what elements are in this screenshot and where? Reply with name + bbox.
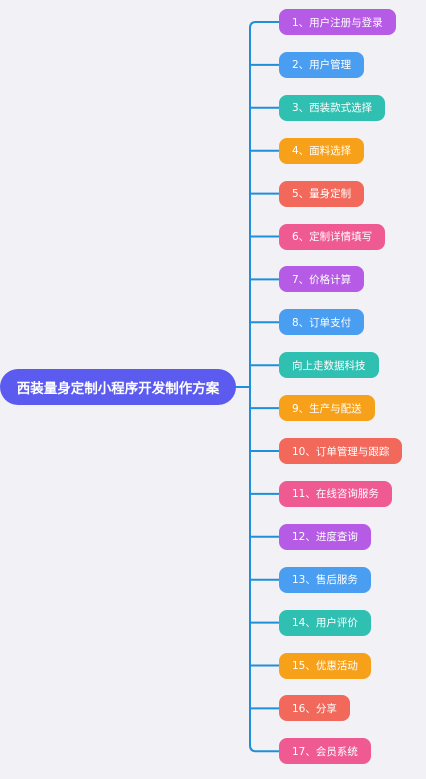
branch-node[interactable]: 11、在线咨询服务 xyxy=(279,480,392,507)
branch-node[interactable]: 4、面料选择 xyxy=(279,137,365,164)
branch-node[interactable]: 14、用户评价 xyxy=(279,609,371,636)
branch-node[interactable]: 10、订单管理与跟踪 xyxy=(279,438,403,464)
branch-node[interactable]: 7、价格计算 xyxy=(279,266,365,293)
branch-node[interactable]: 13、售后服务 xyxy=(279,566,371,593)
branch-node[interactable]: 1、用户注册与登录 xyxy=(279,9,396,35)
branch-node[interactable]: 15、优惠活动 xyxy=(279,652,371,679)
branch-node[interactable]: 3、西装款式选择 xyxy=(279,94,386,121)
branch-node[interactable]: 5、量身定制 xyxy=(279,180,365,207)
root-topic[interactable]: 西装量身定制小程序开发制作方案 xyxy=(0,369,236,405)
branch-node[interactable]: 16、分享 xyxy=(279,695,350,722)
branch-node[interactable]: 12、进度查询 xyxy=(279,523,371,550)
branch-node[interactable]: 向上走数据科技 xyxy=(279,352,379,379)
branch-node[interactable]: 9、生产与配送 xyxy=(279,395,375,422)
branch-node[interactable]: 17、会员系统 xyxy=(279,738,371,765)
branch-node[interactable]: 6、定制详情填写 xyxy=(279,223,386,250)
branch-node[interactable]: 8、订单支付 xyxy=(279,309,365,336)
branch-node[interactable]: 2、用户管理 xyxy=(279,51,365,78)
branch-connector xyxy=(249,744,280,753)
branch-connector xyxy=(249,21,280,29)
